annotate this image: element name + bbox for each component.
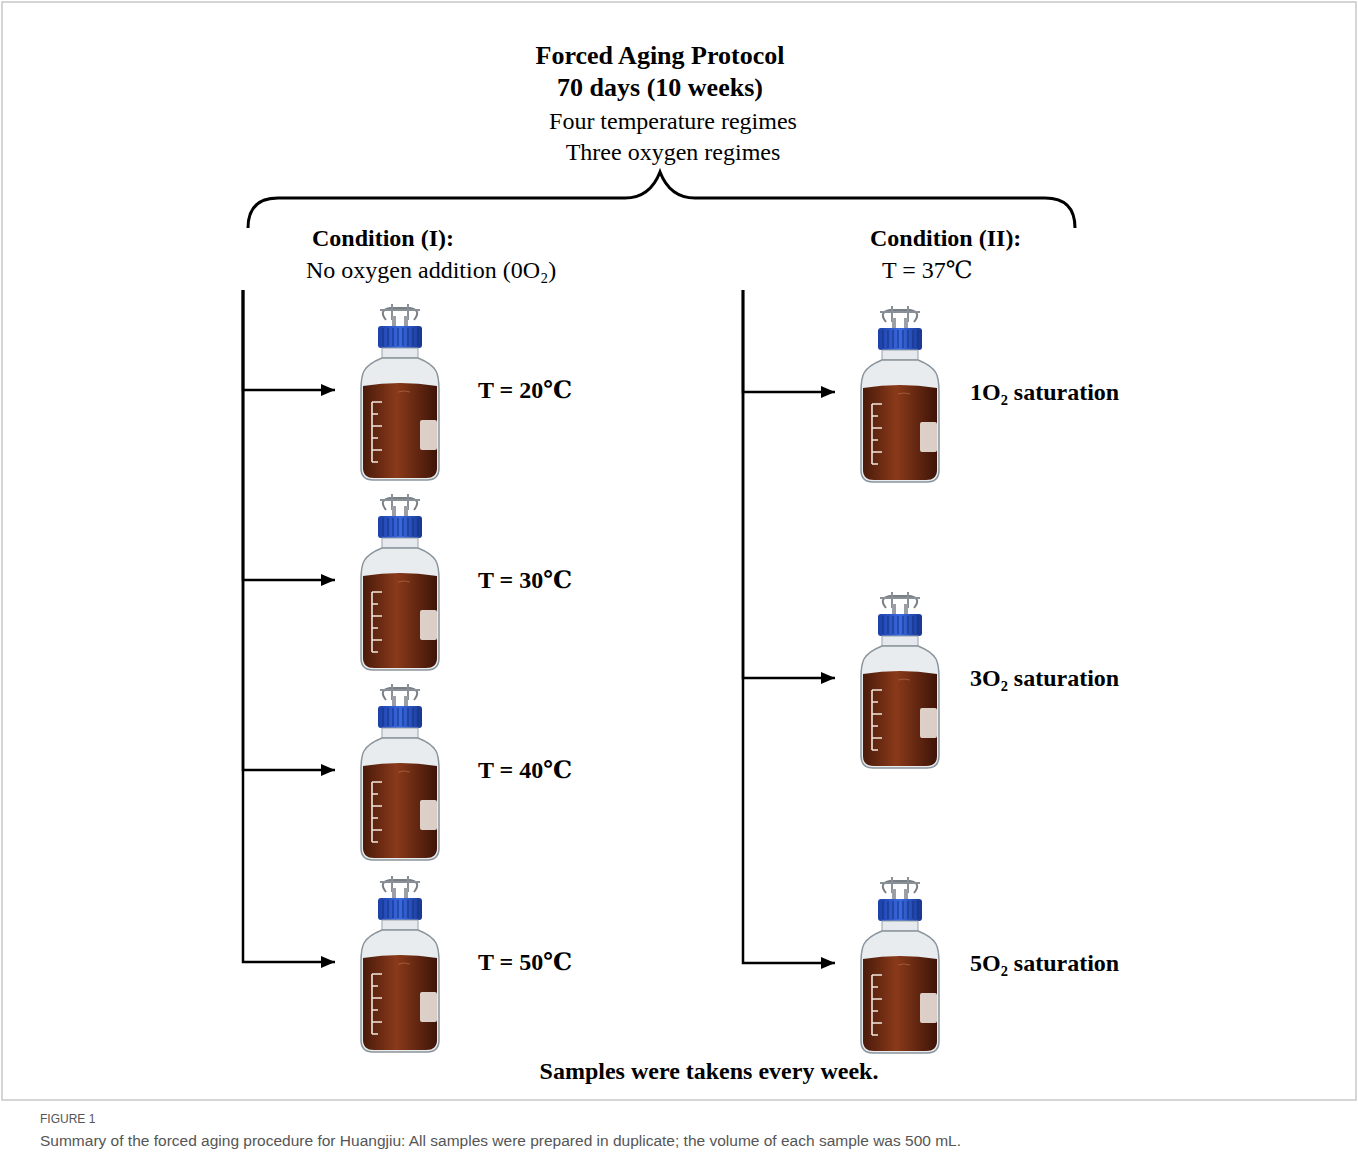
condition-label: T = 40℃ (478, 754, 572, 786)
sampling-note: Samples were takens every week. (259, 1057, 1159, 1086)
flow-arrow (243, 290, 335, 770)
sample-bottle: T = 50℃ (335, 872, 578, 1052)
sample-bottle: 3O₂ saturation (835, 588, 1125, 768)
condition-heading: Condition (II):T = 37℃ (742, 220, 1027, 290)
figure-number: FIGURE 1 (40, 1112, 1320, 1126)
flow-arrow (743, 290, 835, 963)
figure-title: Forced Aging Protocol (210, 40, 1110, 71)
condition-label: 3O₂ saturation (970, 662, 1119, 694)
condition-heading: Condition (I):No oxygen addition (0O₂) (242, 220, 562, 290)
flow-arrow (743, 290, 835, 392)
regime-label: Four temperature regimes (223, 107, 1123, 136)
condition-label: 1O₂ saturation (970, 376, 1119, 408)
condition-label: T = 30℃ (478, 564, 572, 596)
flow-arrow (243, 290, 335, 962)
condition-label: T = 20℃ (478, 374, 572, 406)
sample-bottle: 1O₂ saturation (835, 302, 1125, 482)
figure-caption: Summary of the forced aging procedure fo… (40, 1132, 1330, 1151)
sample-bottle: 5O₂ saturation (835, 873, 1125, 1053)
condition-label: T = 50℃ (478, 946, 572, 978)
condition-title: Condition (I): (312, 222, 556, 254)
flow-arrow (743, 290, 835, 678)
regime-label: Three oxygen regimes (223, 138, 1123, 167)
duration-label: 70 days (10 weeks) (210, 72, 1110, 103)
flow-arrow (243, 290, 335, 390)
flow-arrow (243, 290, 335, 580)
condition-title: Condition (II): (870, 222, 1021, 254)
condition-detail: T = 37℃ (882, 254, 1021, 286)
sample-bottle: T = 40℃ (335, 680, 578, 860)
sample-bottle: T = 30℃ (335, 490, 578, 670)
condition-label: 5O₂ saturation (970, 947, 1119, 979)
sample-bottle: T = 20℃ (335, 300, 578, 480)
condition-detail: No oxygen addition (0O₂) (306, 254, 556, 286)
